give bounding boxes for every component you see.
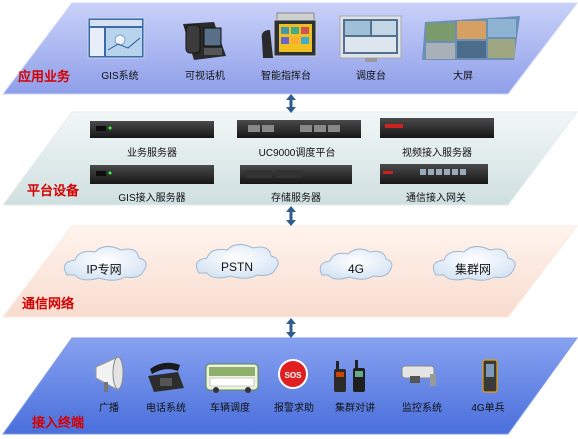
item-label: 存储服务器 [271, 193, 321, 204]
item-label: 4G单兵 [471, 403, 505, 414]
item-label: 业务服务器 [127, 148, 177, 159]
rack-server-icon [380, 118, 494, 138]
loudspeaker-icon [95, 356, 124, 392]
network-label: 4G [347, 262, 365, 276]
item-label: 监控系统 [402, 403, 442, 414]
gis-screen-icon [87, 17, 145, 59]
cloud-icon [63, 246, 147, 281]
network-label: 集群网 [454, 262, 492, 277]
video-wall-icon [422, 16, 520, 60]
rugged-terminal-icon [482, 359, 498, 393]
telephone-icon [148, 362, 184, 392]
connector-arrow-3 [286, 318, 296, 338]
rack-server-icon [90, 165, 214, 184]
rack-server-icon [90, 121, 214, 138]
connector-arrow-1 [286, 94, 296, 113]
walkie-talkie-icon [334, 360, 365, 392]
item-label: 可视话机 [185, 71, 225, 82]
item-label: 视频接入服务器 [402, 148, 472, 159]
item-label: 调度台 [356, 71, 386, 82]
item-label: 通信接入网关 [406, 193, 466, 204]
item-label: 电话系统 [146, 403, 186, 414]
storage-server-icon [240, 165, 352, 184]
layer-title-application: 应用业务 [18, 69, 71, 84]
cloud-icon [319, 248, 393, 280]
item-label: 大屏 [453, 71, 473, 82]
item-label: 智能指挥台 [261, 71, 311, 82]
svg-text:SOS: SOS [285, 371, 303, 380]
layer-title-platform: 平台设备 [27, 183, 80, 198]
video-phone-icon [183, 22, 226, 60]
sos-alarm-icon: SOS [278, 359, 308, 389]
item-label: GIS系统 [101, 71, 139, 82]
item-label: GIS接入服务器 [118, 193, 186, 204]
dispatch-monitor-icon [339, 15, 402, 62]
item-label: 广播 [99, 403, 119, 414]
dispatch-platform-icon [237, 120, 361, 138]
cloud-icon [432, 246, 516, 281]
item-label: 车辆调度 [210, 403, 250, 414]
vehicle-icon [205, 363, 259, 393]
item-label: UC9000调度平台 [258, 148, 336, 159]
cctv-camera-icon [401, 365, 436, 386]
command-console-icon [261, 12, 317, 58]
layer-band-network [1, 225, 578, 318]
item-label: 报警求助 [274, 403, 314, 414]
gateway-icon [380, 164, 488, 184]
connector-arrow-2 [286, 206, 296, 226]
layer-title-terminal: 接入终端 [32, 415, 85, 430]
cloud-icon [195, 244, 279, 279]
item-label: 集群对讲 [335, 403, 375, 414]
network-label: IP专网 [86, 262, 122, 277]
layer-title-network: 通信网络 [22, 296, 75, 311]
network-label: PSTN [220, 260, 254, 274]
